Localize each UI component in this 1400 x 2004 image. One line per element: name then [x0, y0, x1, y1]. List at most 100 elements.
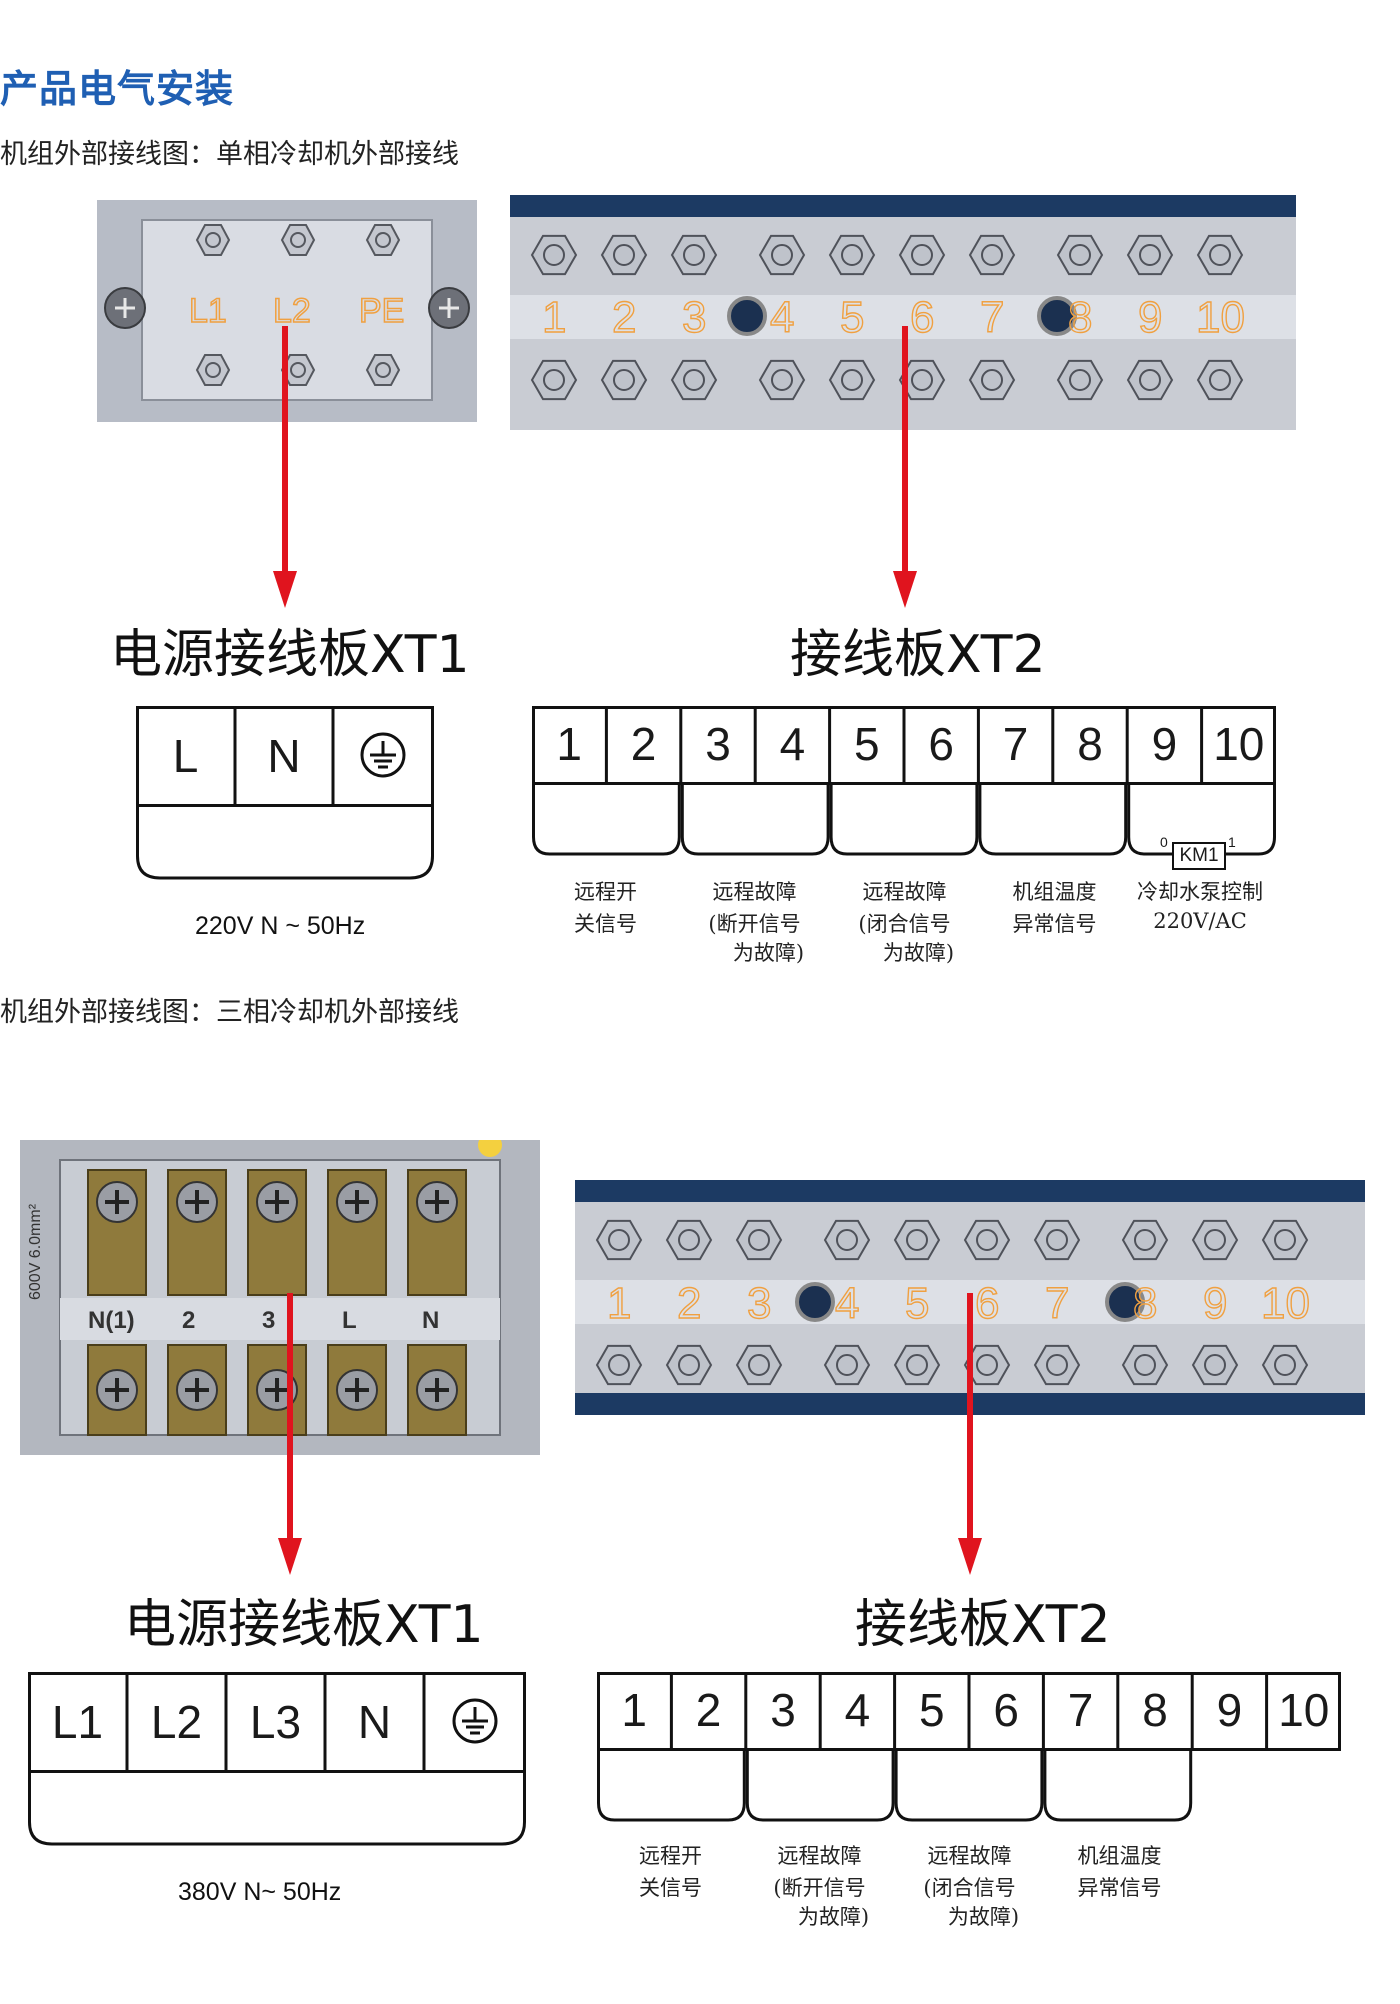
group-line: 远程开	[574, 880, 637, 904]
group-line: 机组温度	[1012, 880, 1097, 904]
photo-xt2-number: 8	[1068, 293, 1092, 342]
photo-xt1-label: N(1)	[88, 1307, 135, 1334]
terminal-nut-icon	[670, 359, 718, 401]
xt1-schematic: L1 L2 L3 N	[28, 1672, 526, 1848]
xt2-terminal: 2	[695, 1684, 722, 1736]
xt2-title: 接线板XT2	[790, 625, 1046, 685]
terminal-nut-icon	[1126, 234, 1174, 276]
photo-xt1-label: PE	[359, 292, 404, 330]
photo-xt2-number: 9	[1138, 293, 1162, 342]
xt2-terminal: 10	[1213, 718, 1265, 770]
terminal-nut-icon	[595, 1344, 643, 1386]
ground-icon	[360, 732, 406, 778]
xt1-terminal: N	[267, 730, 301, 782]
photo-xt2-number: 4	[835, 1279, 859, 1328]
terminal-nut-icon	[963, 1344, 1011, 1386]
terminal-nut-icon	[1056, 359, 1104, 401]
terminal-nut-icon	[1191, 1344, 1239, 1386]
terminal-nut-icon	[670, 234, 718, 276]
group-line: 为故障)	[797, 1905, 870, 1929]
xt2-terminal: 1	[556, 718, 582, 770]
terminal-nut-icon	[893, 1344, 941, 1386]
terminal-nut-icon	[1191, 1219, 1239, 1261]
xt2-title: 接线板XT2	[855, 1595, 1111, 1655]
terminal-nut-icon	[758, 359, 806, 401]
photo-xt2-number: 7	[1045, 1279, 1069, 1328]
photo-xt1-label: L2	[273, 292, 311, 330]
xt2-group-label: 机组温度 异常信号	[997, 876, 1112, 940]
xt2-group-label: 机组温度 异常信号	[1062, 1840, 1177, 1904]
terminal-nut-icon	[665, 1344, 713, 1386]
ground-icon	[452, 1698, 498, 1744]
photo-xt2-number: 1	[542, 293, 566, 342]
page-title: 产品电气安装	[0, 67, 235, 111]
terminal-nut-icon	[823, 1344, 871, 1386]
photo-xt1-label: N	[422, 1307, 439, 1334]
group-line: 220V/AC	[1153, 909, 1247, 933]
photo-xt1-label: L1	[189, 292, 227, 330]
terminal-nut-icon	[1196, 234, 1244, 276]
group-line: 远程故障	[927, 1844, 1012, 1868]
terminal-nut-icon	[595, 1219, 643, 1261]
terminal-nut-icon	[600, 234, 648, 276]
photo-xt2-number: 6	[910, 293, 934, 342]
xt2-terminal: 3	[770, 1684, 796, 1736]
xt2-terminal: 9	[1151, 718, 1178, 770]
photo-xt2-number: 9	[1203, 1279, 1227, 1328]
group-line: 冷却水泵控制	[1137, 880, 1263, 904]
terminal-nut-icon	[1196, 359, 1244, 401]
terminal-nut-icon	[1033, 1219, 1081, 1261]
section1-subtitle: 机组外部接线图：单相冷却机外部接线	[0, 139, 459, 170]
terminal-nut-icon	[530, 234, 578, 276]
xt1-voltage: 220V N ~ 50Hz	[195, 912, 366, 940]
terminal-nut-icon	[1261, 1344, 1309, 1386]
xt2-terminal: 5	[918, 1684, 945, 1736]
photo-xt2-number: 6	[975, 1279, 999, 1328]
terminal-nut-icon	[1056, 234, 1104, 276]
xt2-terminal: 2	[630, 718, 657, 770]
xt2-group-bracket	[532, 783, 681, 856]
group-line: 远程故障	[712, 880, 797, 904]
xt2-terminal: 8	[1142, 1684, 1168, 1736]
xt2-terminal: 9	[1216, 1684, 1243, 1736]
xt1-title: 电源接线板XT1	[124, 1595, 484, 1655]
km1-relay: 0 1 KM1	[1160, 834, 1240, 870]
terminal-nut-icon	[665, 1219, 713, 1261]
xt2-group-bracket	[680, 783, 830, 856]
xt2-group-bracket	[597, 1749, 746, 1822]
terminal-nut-icon	[898, 359, 946, 401]
group-line: (闭合信号	[858, 912, 951, 936]
terminal-nut-icon	[968, 234, 1016, 276]
terminal-nut-icon	[735, 1219, 783, 1261]
terminal-nut-icon	[828, 359, 876, 401]
terminal-nut-icon	[758, 234, 806, 276]
xt2-group-label: 冷却水泵控制 220V/AC	[1130, 876, 1270, 934]
terminal-nut-icon	[893, 1219, 941, 1261]
xt2-terminal: 8	[1077, 718, 1103, 770]
group-line: 远程开	[639, 1844, 702, 1868]
photo-xt2-number: 3	[682, 293, 706, 342]
xt2-terminal: 3	[705, 718, 731, 770]
terminal-nut-icon	[1121, 1219, 1169, 1261]
photo-xt2-number: 2	[677, 1279, 701, 1328]
xt2-group-label: 远程故障 (断开信号 为故障)	[697, 876, 812, 966]
terminal-nut-icon	[600, 359, 648, 401]
xt1-terminal: N	[357, 1696, 392, 1748]
xt1-title: 电源接线板XT1	[110, 625, 470, 685]
xt1-three-phase-photo: N(1) 2 3 L N 600V 6.0mm²	[20, 1140, 540, 1455]
group-line: 异常信号	[1012, 912, 1097, 936]
xt2-terminal: 1	[621, 1684, 647, 1736]
photo-xt1-label: 3	[262, 1307, 275, 1334]
photo-xt2-number: 1	[607, 1279, 631, 1328]
xt1-schematic: L N	[136, 706, 434, 882]
terminal-nut-icon	[828, 234, 876, 276]
xt1-voltage: 380V N~ 50Hz	[178, 1878, 342, 1906]
section2-subtitle: 机组外部接线图：三相冷却机外部接线	[0, 997, 459, 1028]
relay-pin-label: 0	[1160, 834, 1168, 850]
xt2-terminal: 6	[993, 1684, 1019, 1736]
photo-xt2-number: 5	[905, 1279, 929, 1328]
xt2-group-bracket	[894, 1749, 1044, 1822]
group-line: 为故障)	[882, 941, 955, 965]
xt2-group-label: 远程开 关信号	[613, 1840, 728, 1904]
